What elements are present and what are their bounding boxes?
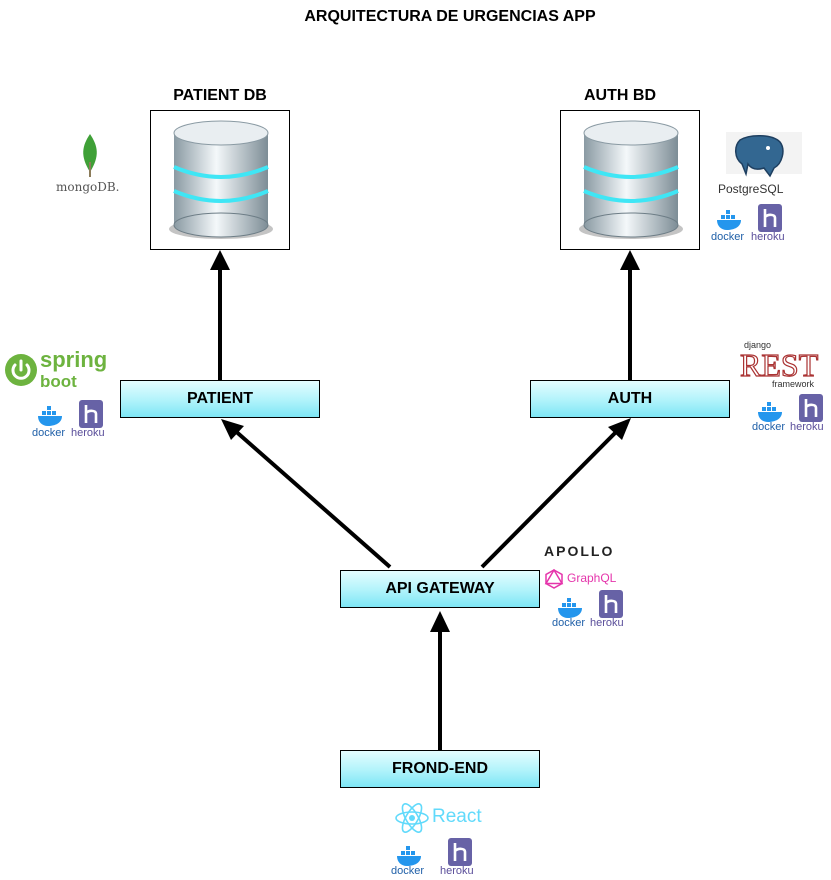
react-atom-icon bbox=[395, 803, 429, 833]
arrow-gateway-to-auth bbox=[480, 426, 622, 569]
diagram-title: ARQUITECTURA DE URGENCIAS APP bbox=[304, 8, 596, 25]
heroku-icon bbox=[799, 394, 823, 422]
arrow-gateway-to-patient bbox=[230, 426, 392, 569]
heroku-logo-text: heroku bbox=[751, 231, 785, 243]
docker-whale-icon bbox=[558, 598, 582, 618]
react-logo-text: React bbox=[432, 806, 482, 827]
database-icon bbox=[169, 120, 273, 239]
auth-db-label: AUTH BD bbox=[584, 87, 656, 104]
docker-whale-icon bbox=[717, 210, 741, 230]
postgresql-logo-text: PostgreSQL bbox=[718, 182, 784, 196]
docker-whale-icon bbox=[38, 406, 62, 426]
auth-db-node bbox=[560, 110, 700, 250]
heroku-logo-text: heroku bbox=[790, 421, 824, 433]
docker-logo-text: docker bbox=[391, 865, 425, 877]
docker-logo-text: docker bbox=[32, 427, 66, 439]
auth-service-node: AUTH bbox=[530, 380, 730, 418]
heroku-icon bbox=[448, 838, 472, 866]
spring-boot-logo-text: boot bbox=[40, 372, 77, 391]
framework-logo-text: framework bbox=[772, 379, 815, 389]
heroku-icon bbox=[79, 400, 103, 428]
spring-power-icon bbox=[5, 354, 37, 386]
heroku-logo-text: heroku bbox=[71, 427, 105, 439]
frontend-node: FROND-END bbox=[340, 750, 540, 788]
patient-service-node: PATIENT bbox=[120, 380, 320, 418]
graphql-logo-text: GraphQL bbox=[567, 571, 617, 585]
django-logo-text: django bbox=[744, 340, 772, 350]
heroku-logo-text: heroku bbox=[590, 617, 624, 629]
api-gateway-node: API GATEWAY bbox=[340, 570, 540, 608]
patient-db-label: PATIENT DB bbox=[173, 87, 267, 104]
docker-logo-text: docker bbox=[552, 617, 586, 629]
apollo-logo-text: APOLLO bbox=[544, 543, 615, 559]
docker-logo-text: docker bbox=[752, 421, 786, 433]
docker-whale-icon bbox=[758, 402, 782, 422]
docker-whale-icon bbox=[397, 846, 421, 866]
patient-db-node bbox=[150, 110, 290, 250]
rest-logo-text: REST bbox=[739, 346, 819, 383]
heroku-logo-text: heroku bbox=[440, 865, 474, 877]
postgres-elephant-icon bbox=[735, 135, 784, 178]
mongodb-logo-text: mongoDB. bbox=[56, 180, 120, 194]
graphql-icon bbox=[544, 569, 564, 589]
database-icon bbox=[579, 120, 683, 239]
mongodb-leaf-icon bbox=[83, 134, 97, 177]
spring-logo-text: spring bbox=[40, 347, 108, 372]
heroku-icon bbox=[599, 590, 623, 618]
docker-logo-text: docker bbox=[711, 231, 745, 243]
heroku-icon bbox=[758, 204, 782, 232]
